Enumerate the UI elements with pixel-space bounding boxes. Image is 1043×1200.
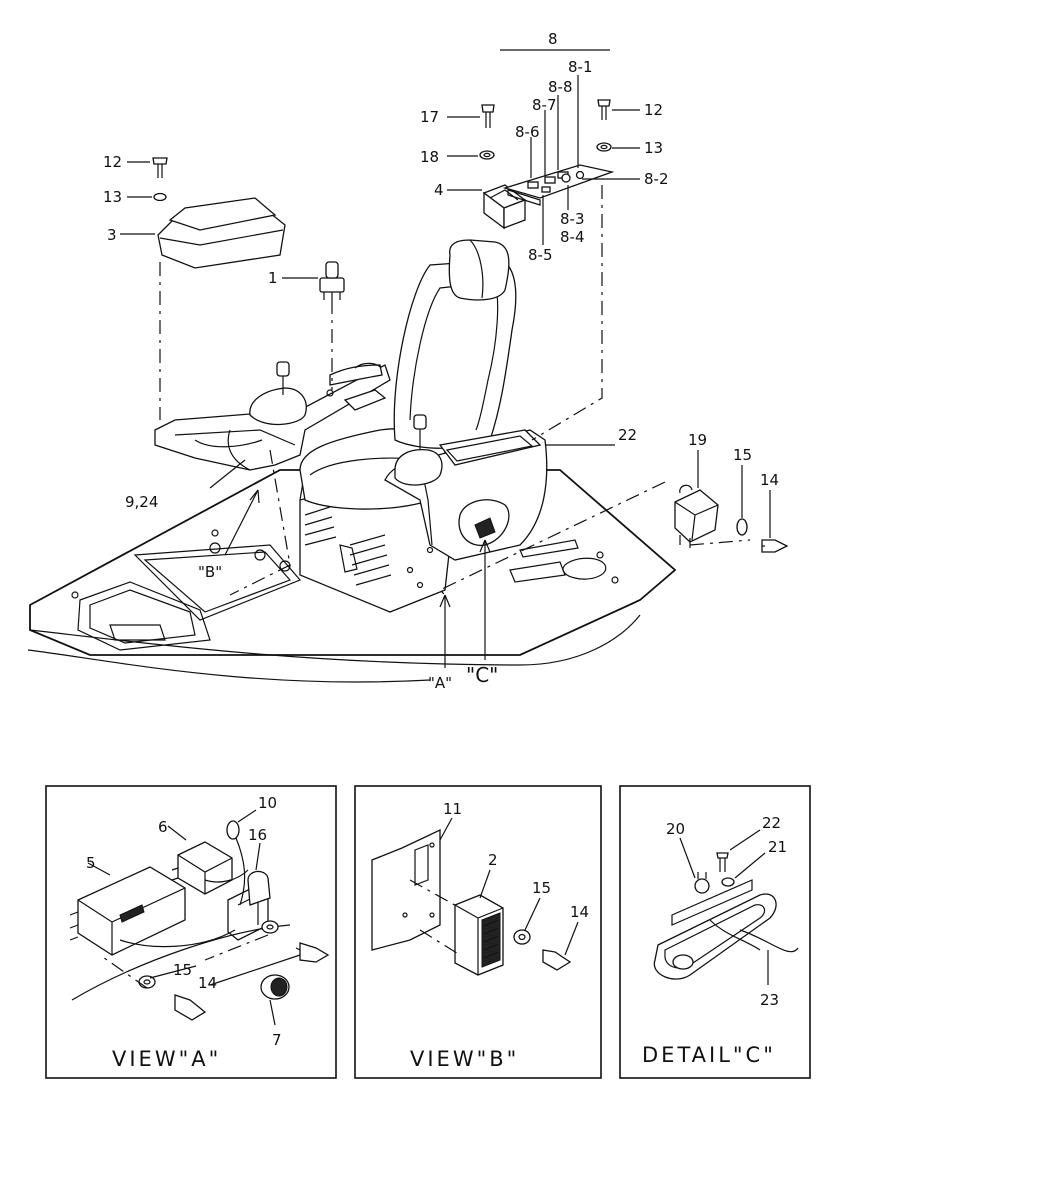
callout-8-7: 8-7 [532,96,557,114]
view-a-panel: 5 6 10 16 15 14 7 VIEW"A" [45,785,337,1079]
floor-plate [27,469,677,683]
part-12-13-left [152,157,168,202]
part-12-13-right [596,99,612,152]
right-console [384,414,548,561]
callout-8-2: 8-2 [644,170,669,188]
view-marker-b: "B" [198,563,222,581]
callout-12-left: 12 [103,153,122,171]
detail-c-callout-23: 23 [760,991,779,1009]
part-8-switch-panel [502,164,615,206]
callout-22-main: 22 [618,426,637,444]
view-a-callout-6: 6 [158,818,168,836]
callout-14-main: 14 [760,471,779,489]
view-b-callout-14: 14 [570,903,589,921]
part-1-switch [319,261,345,300]
view-b-panel: 11 2 15 14 VIEW"B" [354,785,602,1079]
view-a-callout-14: 14 [198,974,217,992]
view-a-title: VIEW"A" [112,1047,221,1071]
part-19-15-14 [674,484,789,553]
callout-19: 19 [688,431,707,449]
view-a-callout-15: 15 [173,961,192,979]
callout-8-3: 8-3 [560,210,585,228]
view-a-callout-7: 7 [272,1031,282,1049]
callout-8-1: 8-1 [568,58,593,76]
left-console [154,361,391,471]
alignment-lines [159,185,751,596]
callout-8-8: 8-8 [548,78,573,96]
detail-c-callout-20: 20 [666,820,685,838]
callout-8-4: 8-4 [560,228,585,246]
view-b-callout-11: 11 [443,800,462,818]
detail-c-callout-21: 21 [768,838,787,856]
main-assembly [27,49,789,683]
part-17-18-4 [479,104,527,230]
callout-8: 8 [548,30,558,48]
view-b-callout-15: 15 [532,879,551,897]
callout-12-right: 12 [644,101,663,119]
callout-13-left: 13 [103,188,122,206]
detail-c-callout-22: 22 [762,814,781,832]
callout-4: 4 [434,181,444,199]
callout-1: 1 [268,269,278,287]
callout-15-main: 15 [733,446,752,464]
view-b-title: VIEW"B" [410,1047,519,1071]
view-a-callout-5: 5 [86,854,96,872]
view-marker-a: "A" [428,674,452,692]
view-a-callout-10: 10 [258,794,277,812]
callout-3: 3 [107,226,117,244]
part-3-armrest [157,197,286,269]
callout-8-5: 8-5 [528,246,553,264]
detail-c-title: DETAIL"C" [642,1043,776,1067]
callout-18: 18 [420,148,439,166]
view-marker-c: "C" [466,663,498,687]
view-a-callout-16: 16 [248,826,267,844]
leader-lines [120,49,771,668]
main-callouts: 8 8-1 8-8 8-7 8-6 8-2 8-3 8-4 8-5 17 18 … [103,30,779,692]
callout-13-right: 13 [644,139,663,157]
detail-c-panel: 20 22 21 23 DETAIL"C" [619,785,811,1079]
callout-9-24: 9,24 [125,493,158,511]
callout-17: 17 [420,108,439,126]
view-b-callout-2: 2 [488,851,498,869]
callout-8-6: 8-6 [515,123,540,141]
